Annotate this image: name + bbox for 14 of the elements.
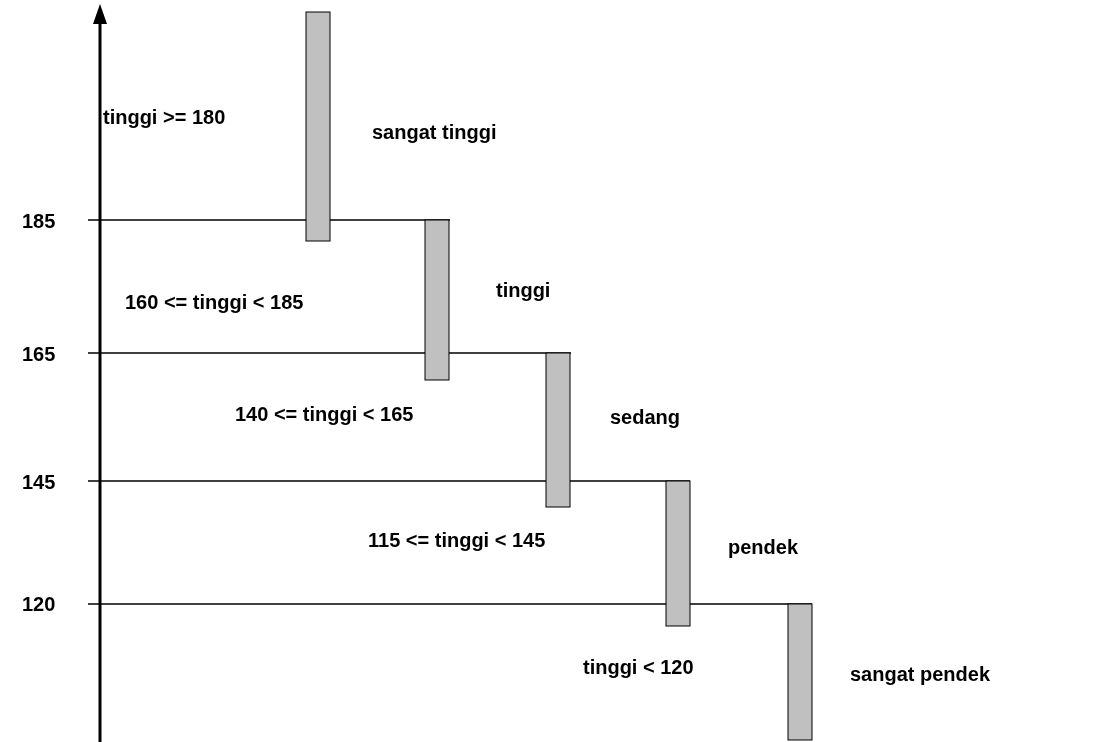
axis-tick-label: 145 — [22, 470, 56, 494]
condition-label: 115 <= tinggi < 145 — [368, 528, 546, 552]
condition-label: 140 <= tinggi < 165 — [235, 402, 414, 426]
axis-tick-label: 185 — [22, 209, 56, 233]
category-label: sangat pendek — [850, 662, 991, 686]
category-label: pendek — [728, 535, 799, 559]
axis-tick-label: 165 — [22, 342, 56, 366]
category-label: sedang — [610, 405, 681, 429]
category-label: sangat tinggi — [372, 120, 497, 144]
category-label: tinggi — [496, 278, 551, 302]
axis-tick-label: 120 — [22, 592, 56, 616]
condition-label: tinggi < 120 — [583, 655, 694, 679]
condition-label: tinggi >= 180 — [103, 105, 226, 129]
condition-label: 160 <= tinggi < 185 — [125, 290, 304, 314]
